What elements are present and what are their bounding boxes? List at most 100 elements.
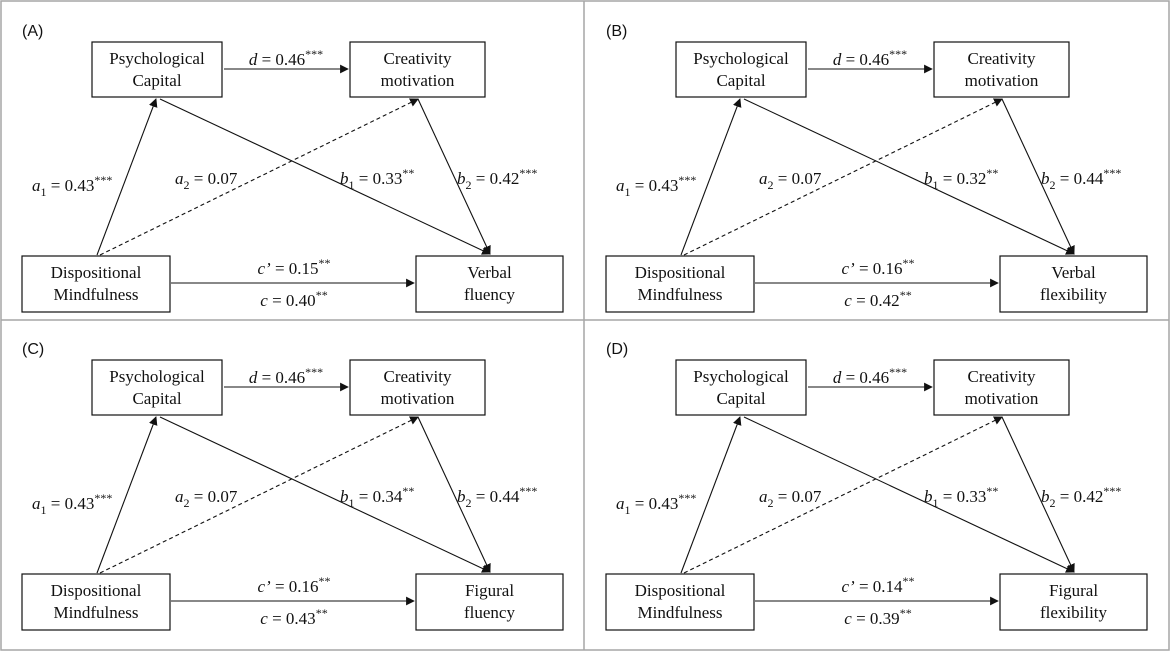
node-box-mindfulness [21,573,171,631]
node-label-psycap-line2: Capital [132,389,181,408]
node-box-motivation [349,359,486,416]
coef-c: c = 0.39** [844,606,911,628]
node-label-psycap-line1: Psychological [693,49,789,68]
coef-c: c = 0.40** [260,288,327,310]
node-box-motivation [349,41,486,98]
path-arrow-b2 [417,416,491,573]
coef-cp: c’ = 0.15** [257,256,330,278]
node-box-psycap [91,359,223,416]
coef-a1: a1 = 0.43*** [32,173,112,199]
panels: (A)PsychologicalCapitalCreativitymotivat… [21,23,1148,631]
node-label-mindfulness-line1: Dispositional [51,263,142,282]
node-label-psycap-line2: Capital [132,71,181,90]
node-label-mindfulness-line2: Mindfulness [638,603,723,622]
node-box-mindfulness [21,255,171,313]
node-label-mindfulness-line2: Mindfulness [54,603,139,622]
coef-cp: c’ = 0.16** [257,574,330,596]
node-label-motivation-line2: motivation [965,71,1039,90]
path-arrow-b1 [159,98,491,255]
path-arrow-a1 [680,416,742,574]
coef-b2: b2 = 0.42*** [457,166,537,192]
node-label-motivation-line1: Creativity [968,49,1036,68]
node-label-mindfulness-line1: Dispositional [635,263,726,282]
node-box-outcome [999,255,1148,313]
node-label-motivation-line1: Creativity [384,367,452,386]
node-box-psycap [675,41,807,98]
coef-b1: b1 = 0.34** [340,484,414,510]
node-box-psycap [91,41,223,98]
node-box-outcome [415,573,564,631]
coef-a1: a1 = 0.43*** [616,173,696,199]
node-label-outcome-line1: Verbal [1051,263,1096,282]
panel-label: (D) [606,341,628,358]
path-arrow-a2 [683,98,1003,256]
coef-a2: a2 = 0.07 [759,169,822,192]
panel-label: (B) [606,23,627,40]
node-box-motivation [933,359,1070,416]
node-box-outcome [415,255,564,313]
panel-label: (A) [22,23,43,40]
path-arrow-b1 [743,98,1075,255]
path-arrow-a2 [99,416,419,574]
node-label-psycap-line1: Psychological [109,49,205,68]
coef-b1: b1 = 0.33** [924,484,998,510]
coef-c: c = 0.42** [844,288,911,310]
path-arrow-a1 [96,98,158,256]
node-label-outcome-line1: Figural [465,581,514,600]
coef-a2: a2 = 0.07 [175,487,238,510]
node-label-outcome-line2: flexibility [1040,285,1108,304]
node-label-psycap-line2: Capital [716,389,765,408]
node-label-motivation-line2: motivation [965,389,1039,408]
path-arrow-b2 [1001,416,1075,573]
coef-d: d = 0.46*** [833,365,907,387]
coef-b2: b2 = 0.44*** [457,484,537,510]
node-label-psycap-line2: Capital [716,71,765,90]
coef-a1: a1 = 0.43*** [616,491,696,517]
node-label-outcome-line2: flexibility [1040,603,1108,622]
coef-a2: a2 = 0.07 [759,487,822,510]
coef-a1: a1 = 0.43*** [32,491,112,517]
coef-b2: b2 = 0.44*** [1041,166,1121,192]
node-label-psycap-line1: Psychological [693,367,789,386]
coef-b2: b2 = 0.42*** [1041,484,1121,510]
coef-b1: b1 = 0.32** [924,166,998,192]
node-box-motivation [933,41,1070,98]
coef-d: d = 0.46*** [249,47,323,69]
node-label-outcome-line2: fluency [464,603,515,622]
coef-cp: c’ = 0.14** [841,574,914,596]
path-arrow-a1 [680,98,742,256]
panel-label: (C) [22,341,44,358]
coef-a2: a2 = 0.07 [175,169,238,192]
node-label-mindfulness-line2: Mindfulness [638,285,723,304]
path-arrow-a2 [683,416,1003,574]
path-arrow-a2 [99,98,419,256]
node-label-motivation-line1: Creativity [384,49,452,68]
path-arrow-b1 [159,416,491,573]
node-box-mindfulness [605,573,755,631]
path-arrow-a1 [96,416,158,574]
path-arrow-b2 [417,98,491,255]
path-arrow-b2 [1001,98,1075,255]
coef-cp: c’ = 0.16** [841,256,914,278]
coef-c: c = 0.43** [260,606,327,628]
node-label-mindfulness-line1: Dispositional [635,581,726,600]
node-label-outcome-line1: Figural [1049,581,1098,600]
coef-d: d = 0.46*** [249,365,323,387]
node-label-motivation-line1: Creativity [968,367,1036,386]
node-label-mindfulness-line2: Mindfulness [54,285,139,304]
node-label-outcome-line1: Verbal [467,263,512,282]
node-label-outcome-line2: fluency [464,285,515,304]
panel-c: (C)PsychologicalCapitalCreativitymotivat… [21,341,564,631]
coef-b1: b1 = 0.33** [340,166,414,192]
node-label-motivation-line2: motivation [381,389,455,408]
coef-d: d = 0.46*** [833,47,907,69]
node-box-outcome [999,573,1148,631]
node-box-psycap [675,359,807,416]
node-label-motivation-line2: motivation [381,71,455,90]
